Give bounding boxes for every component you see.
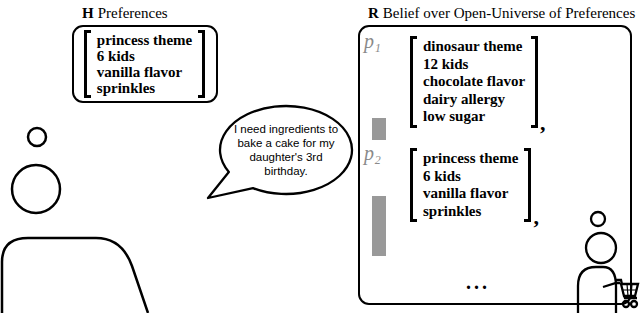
bubble-outline	[218, 104, 354, 196]
cart-grid	[622, 284, 637, 296]
bubble-shape	[208, 106, 352, 198]
list-comma: ,	[540, 112, 546, 134]
heading-text: Belief over Open-Universe of Preferences	[383, 5, 635, 21]
bracket-left	[410, 36, 417, 128]
heading-text: H	[82, 5, 94, 21]
prob-bar	[372, 118, 386, 140]
probability-label: p₁	[364, 30, 381, 52]
bracket-left	[84, 30, 91, 98]
robot-antenna	[591, 212, 605, 226]
preference-item: sprinkles	[423, 203, 518, 221]
preference-box: HPreferencesprincess theme6 kidsvanilla …	[72, 25, 218, 103]
preference-box: RBelief over Open-Universe of Preference…	[358, 25, 632, 305]
box-heading: HPreferences	[82, 4, 168, 22]
preference-item: princess theme	[423, 150, 518, 168]
preference-list: princess theme6 kidsvanilla flavorsprink…	[84, 30, 205, 98]
preference-item: 6 kids	[423, 168, 518, 186]
robot-head	[586, 233, 616, 263]
prob-bar	[372, 196, 386, 256]
preference-item: 6 kids	[97, 48, 192, 64]
heading-text: Preferences	[98, 5, 168, 21]
preference-list: princess theme6 kidsvanilla flavorsprink…	[410, 148, 531, 222]
cart-basket	[621, 284, 638, 296]
bracket-right	[524, 148, 531, 222]
cart-wheel	[631, 301, 637, 307]
more-ellipsis: ...	[466, 272, 490, 292]
person-head	[12, 165, 60, 213]
speech-text: I need ingredients to bake a cake for my…	[227, 122, 345, 178]
preference-item: vanilla flavor	[97, 64, 192, 80]
probability-label: p₂	[364, 142, 381, 164]
robot-body	[578, 267, 616, 313]
heading-text: R	[368, 5, 379, 21]
speech-bubble: I need ingredients to bake a cake for my…	[218, 104, 354, 196]
preference-item: princess theme	[97, 32, 192, 48]
box-heading: RBelief over Open-Universe of Preference…	[368, 4, 635, 22]
preference-item: low sugar	[423, 108, 525, 126]
person-body	[2, 238, 148, 313]
preference-item: chocolate flavor	[423, 73, 525, 91]
bracket-right	[531, 36, 538, 128]
robot-figure	[578, 212, 638, 313]
preference-list: dinosaur theme12 kidschocolate flavordai…	[410, 36, 538, 128]
preference-item: dairy allergy	[423, 91, 525, 109]
preference-item: vanilla flavor	[423, 185, 518, 203]
bracket-left	[410, 148, 417, 222]
person-bun	[28, 128, 46, 146]
preference-item: 12 kids	[423, 56, 525, 74]
preference-item: dinosaur theme	[423, 38, 525, 56]
person-figure	[2, 128, 148, 313]
robot-arm	[603, 283, 620, 287]
cart-handle	[616, 280, 637, 298]
bracket-right	[198, 30, 205, 98]
list-comma: ,	[533, 206, 539, 228]
preference-item: sprinkles	[97, 80, 192, 96]
